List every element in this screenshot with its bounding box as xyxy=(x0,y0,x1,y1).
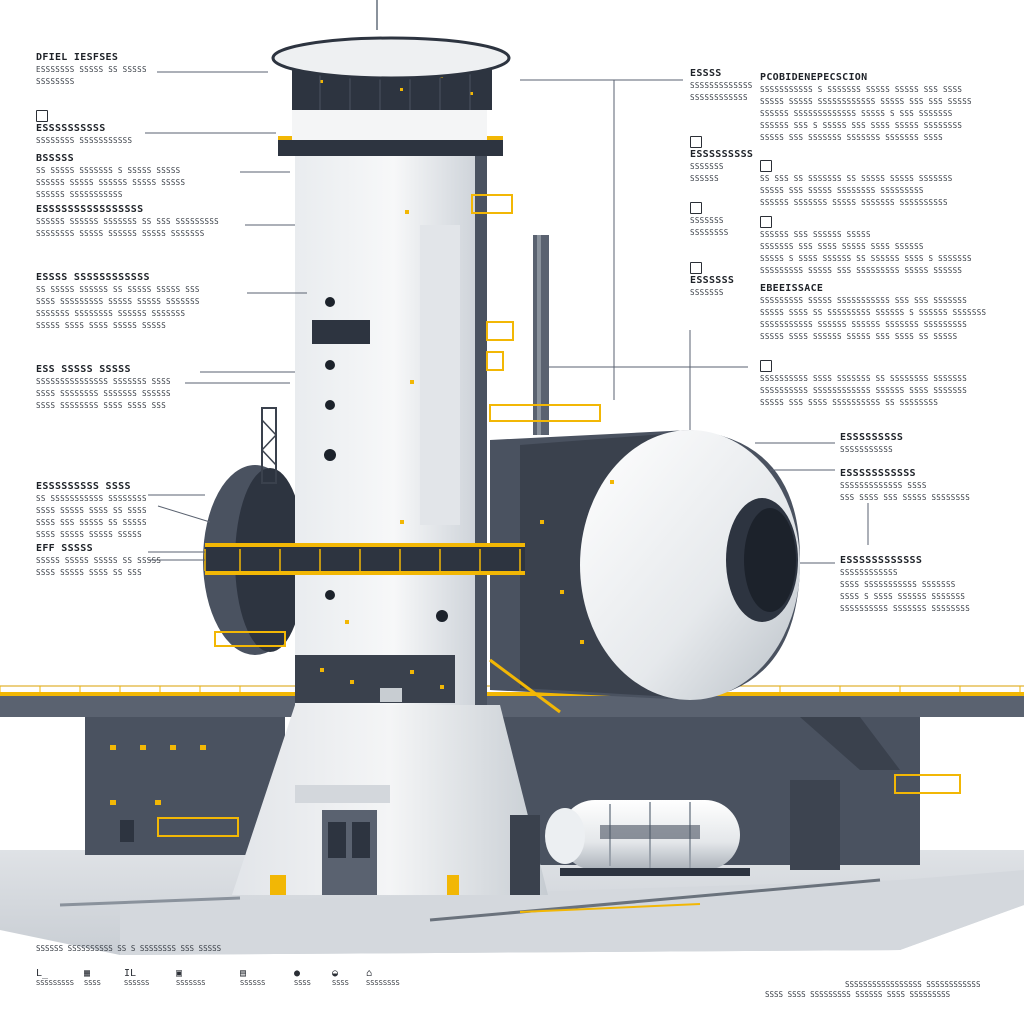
house-icon: ⌂ xyxy=(366,968,373,979)
right-callout-1: PCOBIDENEPECSCION SSSSSSSSSSS S SSSSSSS … xyxy=(760,72,972,142)
tower-balcony xyxy=(205,545,525,575)
left-callout-5: ESS SSSSS SSSSS SSSSSSSSSSSSSSS SSSSSSS … xyxy=(36,364,171,410)
grid-icon: ▦ xyxy=(84,968,91,979)
half-circle-icon: ◒ xyxy=(332,968,339,979)
conveyor-icon xyxy=(760,360,772,372)
legend-item-5: ● SSSS xyxy=(294,968,311,987)
right-callout-3: SS SSS SS SSSSSSS SS SSSSS SSSSS SSSSSSS… xyxy=(760,160,953,209)
right-callout-10: ESSSSSSSSSSS SSSSSSSSSSSSS SSSS SSS SSSS… xyxy=(840,468,971,502)
legend-item-2: IL SSSSSS xyxy=(124,968,150,987)
footer-note-right-2: SSSS SSSS SSSSSSSSS SSSSSS SSSS SSSSSSSS… xyxy=(765,990,951,999)
panel-grid-icon: ▤ xyxy=(240,968,247,979)
module-icon xyxy=(690,136,702,148)
pipe-icon: IL xyxy=(124,968,137,979)
right-callout-7: EBEEISSACE SSSSSSSSS SSSSS SSSSSSSSSSS S… xyxy=(760,283,987,341)
right-callout-5: SSSSSS SSS SSSSSS SSSSS SSSSSSS SSS SSSS… xyxy=(760,216,972,277)
stack-icon xyxy=(690,262,702,274)
right-callout-4: SSSSSSS SSSSSSSS xyxy=(690,202,729,239)
left-callout-2: BSSSSS SS SSSSS SSSSSSS S SSSSS SSSSS SS… xyxy=(36,153,186,199)
footer-legend: L_ SSSSSSSSS ▦ SSSS IL SSSSSS ▣ SSSSSSS … xyxy=(36,968,416,1000)
right-callout-6: ESSSSSS SSSSSSS xyxy=(690,262,734,299)
legend-item-4: ▤ SSSSSS xyxy=(240,968,266,987)
left-callout-0: DFIEL IESFSES ESSSSSSS SSSSS SS SSSSS SS… xyxy=(36,52,147,86)
unit-icon xyxy=(690,202,702,214)
right-callout-0: ESSSS SSSSSSSSSSSSS SSSSSSSSSSSS xyxy=(690,68,753,102)
legend-item-6: ◒ SSSS xyxy=(332,968,349,987)
panel-icon xyxy=(36,110,48,122)
tower-cap xyxy=(271,36,511,80)
left-callout-6: ESSSSSSSSS SSSS SS SSSSSSSSSSS SSSSSSSS … xyxy=(36,481,147,539)
dot-icon: ● xyxy=(294,968,301,979)
diagram-title: DFIEL IESFSES xyxy=(36,52,119,63)
right-section-title: PCOBIDENEPECSCION xyxy=(760,72,868,83)
back-building xyxy=(85,705,285,855)
footer-note-right-1: SSSSSSSSSSSSSSSSS SSSSSSSSSSSS xyxy=(845,980,981,989)
legend-item-7: ⌂ SSSSSSSS xyxy=(366,968,400,987)
footer-note-left: SSSSSS SSSSSSSSSS SS S SSSSSSSS SSS SSSS… xyxy=(36,944,222,953)
left-callout-7: EFF SSSSS SSSSS SSSSS SSSSS SS SSSSS SSS… xyxy=(36,543,162,577)
link-icon xyxy=(760,216,772,228)
legend-item-3: ▣ SSSSSSS xyxy=(176,968,206,987)
bracket-icon: L_ xyxy=(36,968,49,979)
vessel-dome xyxy=(580,430,800,700)
gauge-icon xyxy=(760,160,772,172)
left-callout-1: ESSSSSSSSSS SSSSSSSS SSSSSSSSSSS xyxy=(36,110,132,147)
right-callout-9: ESSSSSSSSS SSSSSSSSSSS xyxy=(840,432,904,454)
right-callout-11: ESSSSSSSSSSSS SSSSSSSSSSSS SSSS SSSSSSSS… xyxy=(840,555,971,613)
left-callout-4: ESSSS SSSSSSSSSSSS SS SSSSS SSSSSS SS SS… xyxy=(36,272,200,330)
left-callout-3: ESSSSSSSSSSSSSSSS SSSSSS SSSSSS SSSSSSS … xyxy=(36,204,219,238)
side-lattice xyxy=(261,407,277,484)
right-callout-2: ESSSSSSSSS SSSSSSS SSSSSS xyxy=(690,136,753,185)
tower-window-slot xyxy=(312,320,370,344)
legend-item-0: L_ SSSSSSSSS xyxy=(36,968,74,987)
legend-item-1: ▦ SSSS xyxy=(84,968,101,987)
box-icon: ▣ xyxy=(176,968,183,979)
walkway-bridge xyxy=(0,695,1024,717)
right-callout-8: SSSSSSSSSS SSSS SSSSSSS SS SSSSSSSS SSSS… xyxy=(760,360,967,409)
